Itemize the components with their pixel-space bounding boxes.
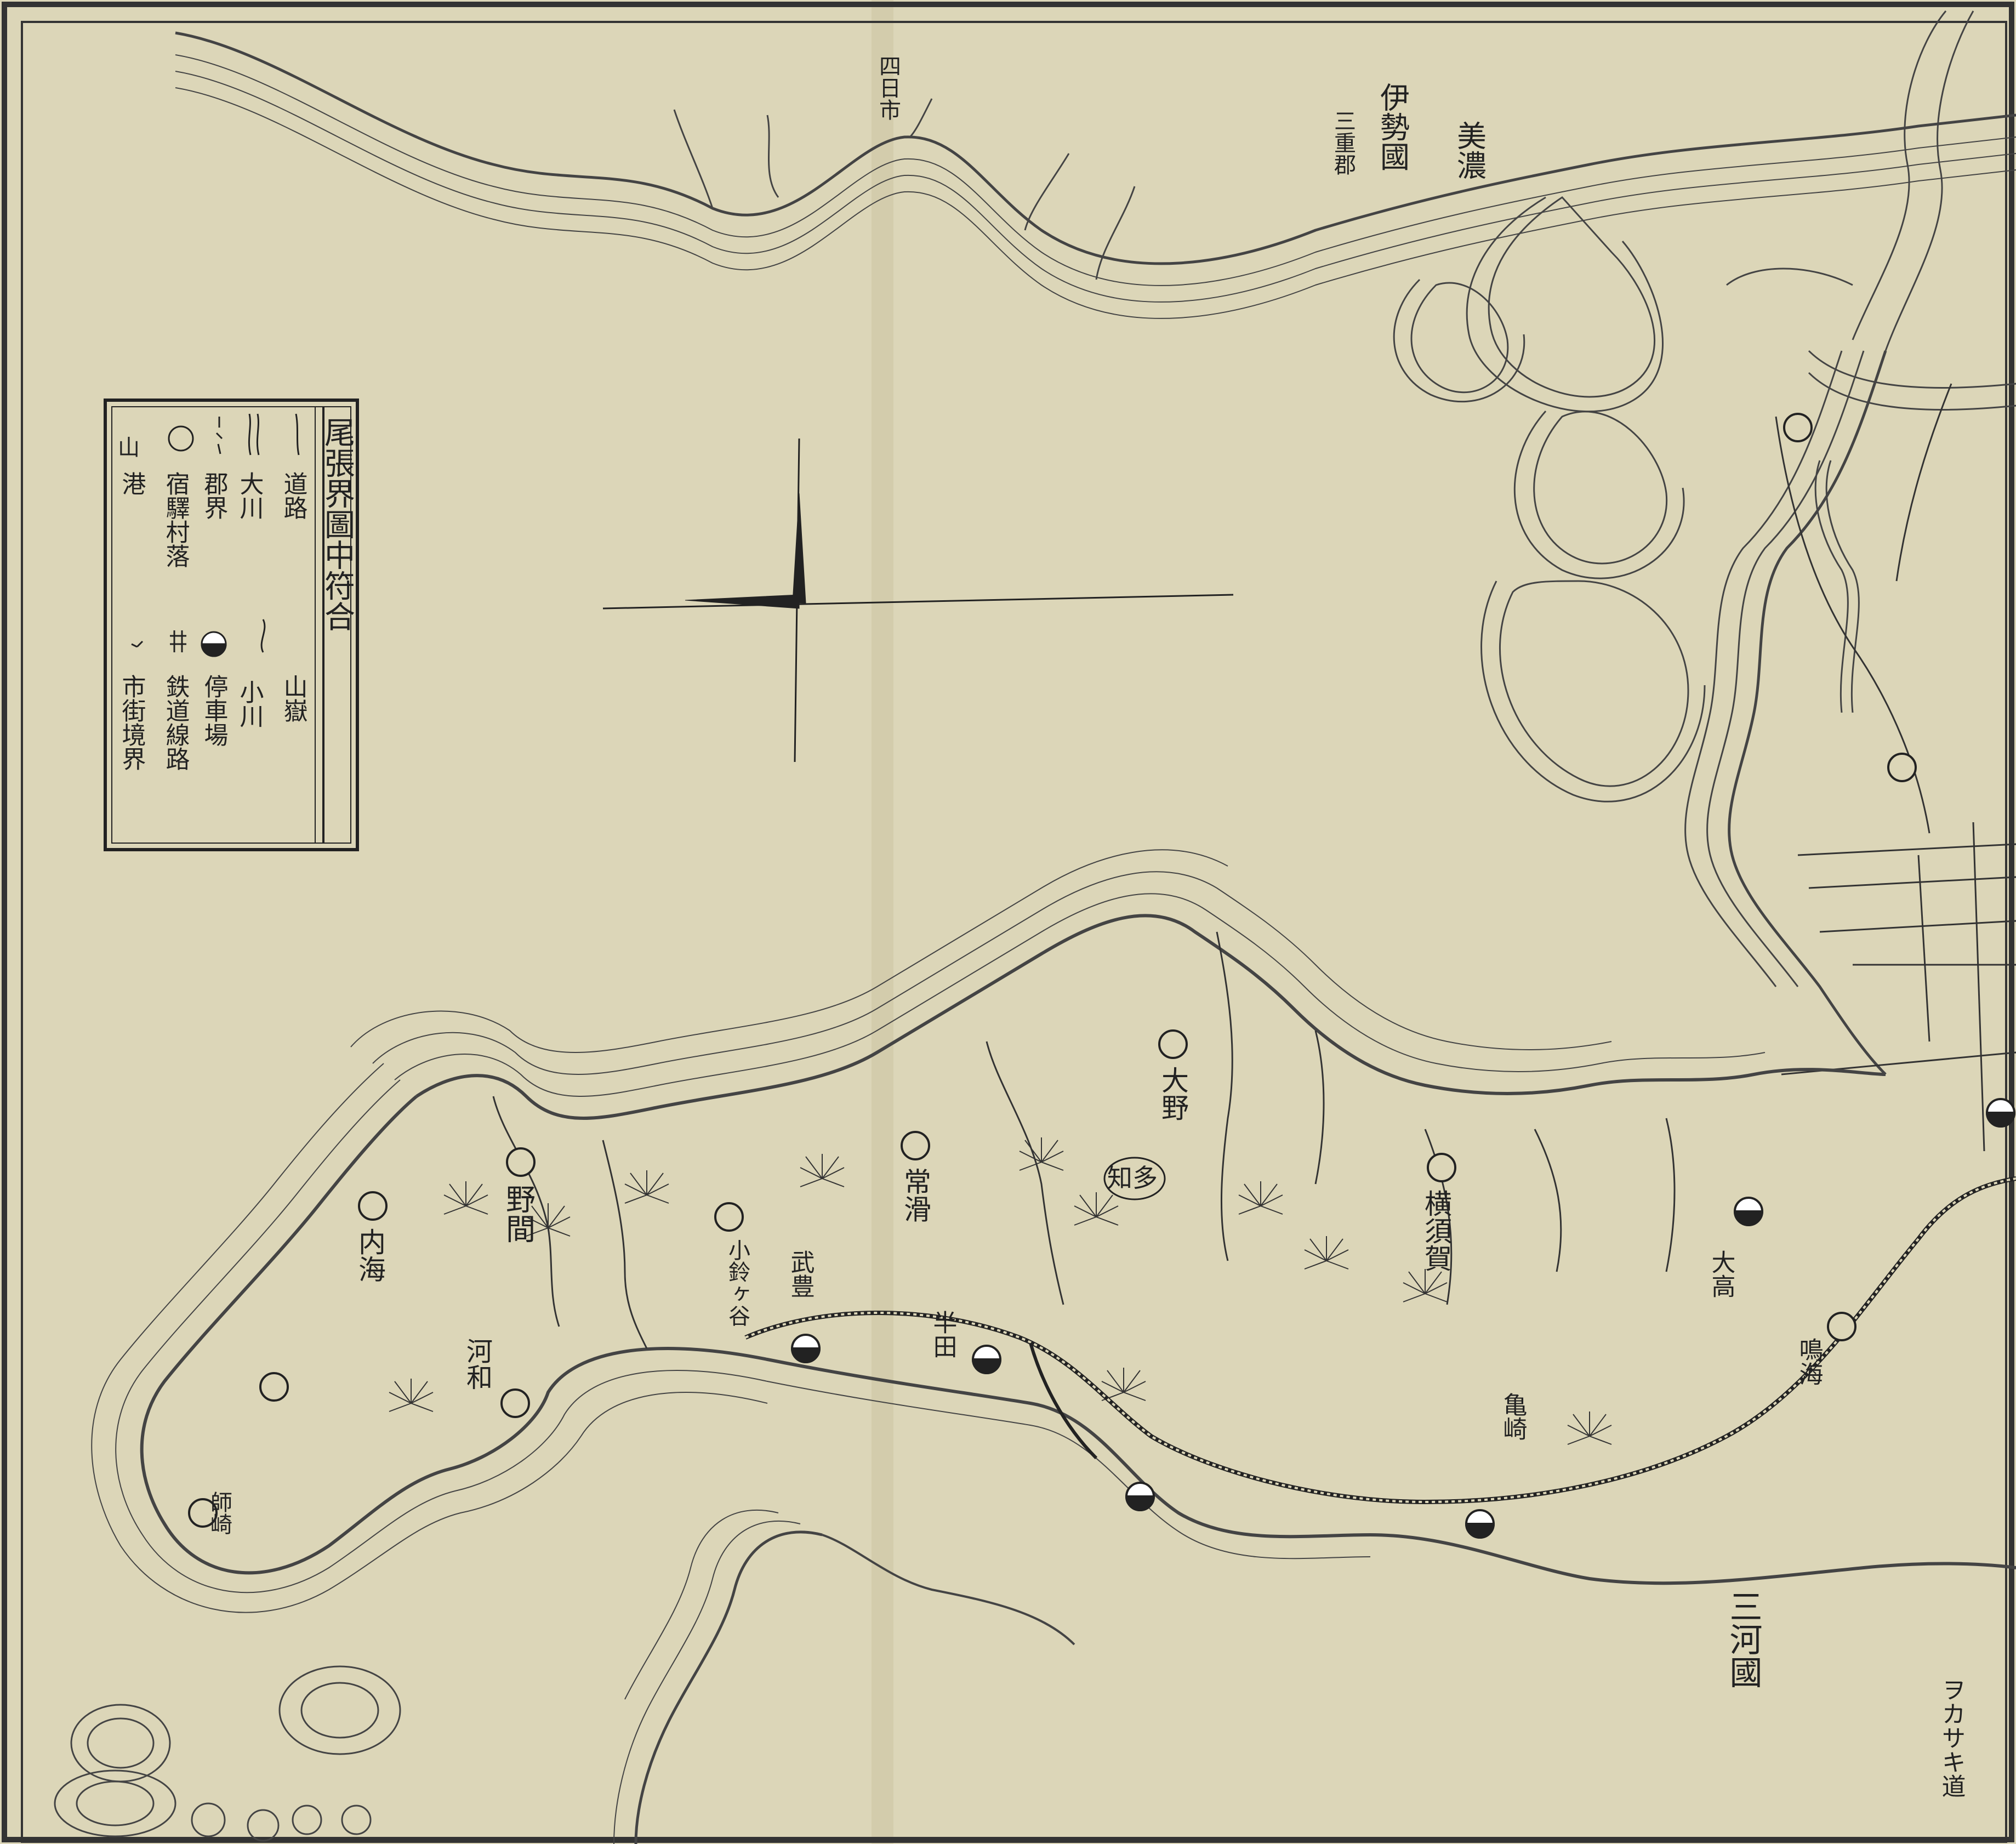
- legend-item-river-large: 大川: [236, 471, 264, 520]
- mountains: [389, 1137, 1612, 1445]
- village-kosuga: [714, 1202, 744, 1232]
- village-ono: [1158, 1029, 1188, 1059]
- center-fold: [872, 0, 893, 1844]
- legend-box: [104, 399, 359, 851]
- label-yokosuka: 横須賀: [1420, 1190, 1452, 1272]
- legend-item-river-small: 小川: [236, 680, 264, 728]
- station-east: [1465, 1509, 1495, 1539]
- region-mikawa: 三河國: [1724, 1590, 1762, 1688]
- legend-item-city-border: 市街境界: [118, 674, 146, 771]
- village-noma: [506, 1147, 536, 1177]
- label-kawawa: 河和: [462, 1338, 492, 1390]
- label-morozaki: 師崎: [207, 1491, 232, 1535]
- label-utsumi: 内海: [354, 1228, 386, 1283]
- village-kawawa: [500, 1388, 530, 1418]
- legend-item-village: 宿驛村落: [162, 471, 190, 568]
- label-taketoyo: 武豊: [787, 1250, 815, 1298]
- legend-title: 尾張界圖中符合: [320, 417, 355, 631]
- east-coast: [1684, 350, 1887, 1075]
- legend-item-road: 道路: [280, 471, 307, 520]
- region-ise: 伊勢國: [1375, 82, 1410, 171]
- islands: [54, 1665, 401, 1842]
- legend-item-county-border: 郡界: [200, 471, 229, 520]
- chita-peninsula: [91, 849, 2016, 1613]
- village-extra-2: [259, 1372, 289, 1402]
- south-coast: [613, 1509, 1075, 1844]
- station-taketoyo: [790, 1334, 821, 1363]
- north-coast: [175, 31, 2016, 319]
- village-extra-1: [1887, 753, 1917, 782]
- region-mie: 三重郡: [1330, 110, 1356, 175]
- legend-item-port: 港: [118, 471, 146, 496]
- label-kamezaki: 亀崎: [1499, 1392, 1527, 1441]
- village-yokkaichi: [1783, 413, 1813, 442]
- village-yokosuka: [1427, 1153, 1456, 1182]
- peninsula-rivers: [492, 931, 1676, 1349]
- label-okehazama-road: ヲカサキ道: [1938, 1677, 1966, 1798]
- railway: [744, 1176, 2016, 1505]
- label-narumi: 鳴海: [1795, 1338, 1823, 1386]
- label-noma: 野間: [501, 1184, 536, 1243]
- station-otaka: [1733, 1197, 1764, 1226]
- station-kamezaki: [1125, 1482, 1155, 1511]
- label-chita: 知多: [1107, 1163, 1158, 1193]
- label-yokkaichi: 四日市: [875, 55, 901, 121]
- legend-symbols: [131, 413, 300, 657]
- legend-item-station: 停車場: [200, 674, 228, 747]
- legend-item-mountain: 山嶽: [280, 674, 307, 722]
- village-narumi: [1827, 1312, 1856, 1341]
- chita-county-mark: [1103, 1157, 1166, 1200]
- villages: [188, 413, 1917, 1528]
- village-utsumi: [358, 1191, 388, 1221]
- label-handa: 半田: [929, 1310, 957, 1358]
- legend-item-railway: 鉄道線路: [162, 674, 190, 771]
- stations: [790, 1098, 2016, 1539]
- village-tokoname: [901, 1131, 930, 1160]
- legend-port-symbol: 山: [118, 435, 140, 460]
- label-tokoname: 常滑: [899, 1168, 931, 1222]
- region-mino: 美濃: [1452, 121, 1487, 180]
- village-morozaki: [188, 1498, 218, 1528]
- compass: [602, 438, 1234, 762]
- station-handa: [971, 1345, 1002, 1374]
- station-north: [1985, 1098, 2016, 1128]
- label-kosuga: 小鈴ヶ谷: [725, 1239, 750, 1327]
- label-otaka: 大高: [1707, 1250, 1735, 1298]
- map-border-inner: [21, 21, 2007, 1843]
- label-ono: 大野: [1157, 1066, 1189, 1121]
